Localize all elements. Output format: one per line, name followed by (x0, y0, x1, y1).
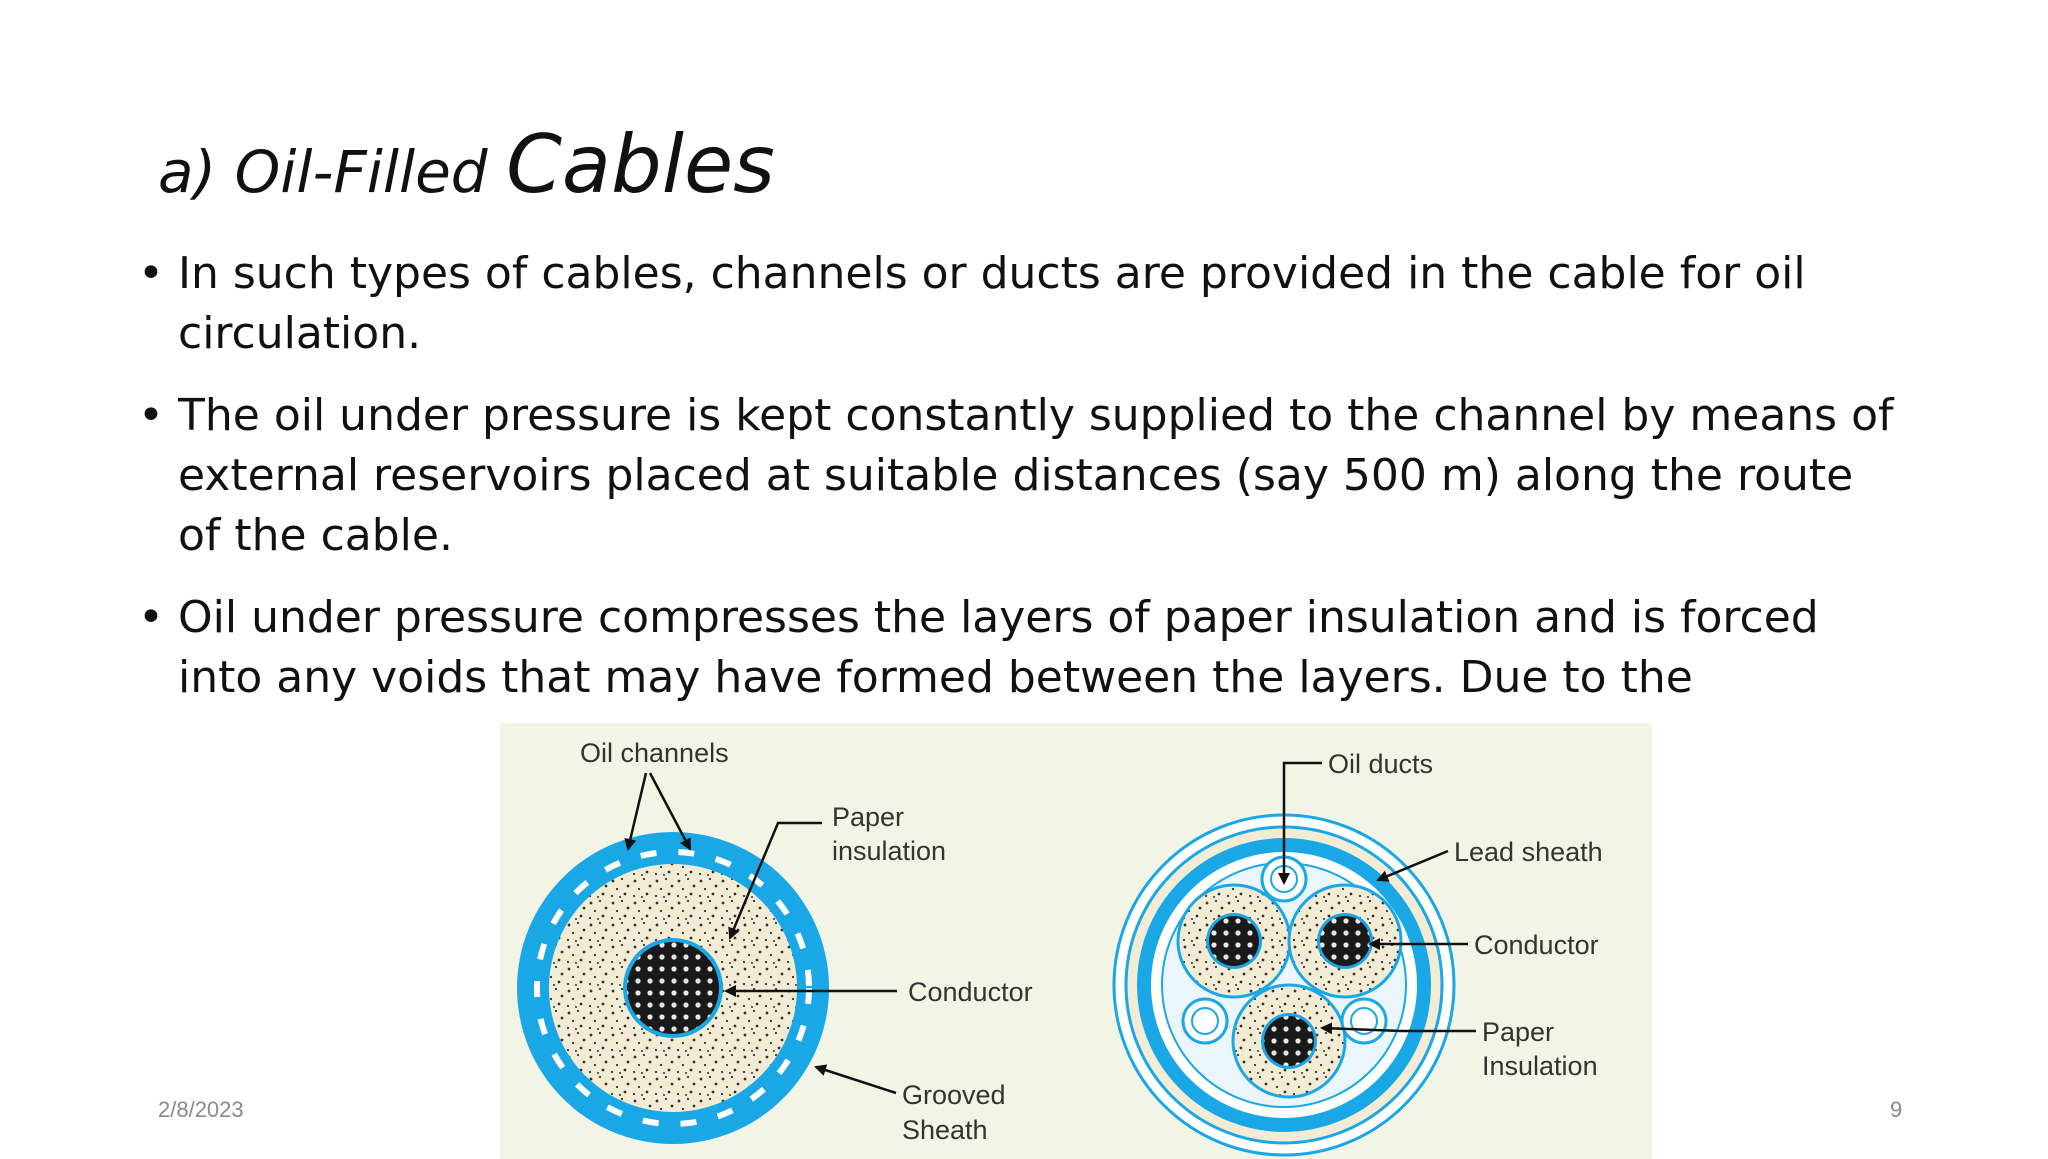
footer-date: 2/8/2023 (158, 1097, 244, 1122)
label-conductor: Conductor (908, 977, 1033, 1007)
label-paper-insulation-right-line2: Insulation (1482, 1051, 1598, 1081)
label-grooved-sheath-line1: Grooved (902, 1080, 1006, 1110)
label-paper-insulation-right-line1: Paper (1482, 1017, 1554, 1047)
slide-title: a) Oil-Filled Cables (158, 118, 775, 211)
label-grooved-sheath-line2: Sheath (902, 1115, 988, 1145)
bullet-icon: • (138, 592, 164, 643)
conductor (627, 942, 719, 1034)
label-lead-sheath: Lead sheath (1454, 837, 1603, 867)
bullet-text: Oil under pressure compresses the layers… (178, 592, 1819, 703)
bullet-icon: • (138, 390, 164, 441)
cable-cross-section-figure: Oil channels Paper insulation Conductor … (500, 723, 1652, 1159)
bullet-list: • In such types of cables, channels or du… (138, 244, 1898, 730)
right-cable: Oil ducts Lead sheath Conductor Paper In… (1112, 749, 1603, 1157)
left-cable: Oil channels Paper insulation Conductor … (517, 738, 1033, 1145)
conductor-left (1209, 916, 1259, 966)
label-oil-channels: Oil channels (580, 738, 729, 768)
bullet-icon: • (138, 248, 164, 299)
title-part-1: a) Oil-Filled (158, 138, 507, 206)
bullet-text: In such types of cables, channels or duc… (178, 248, 1806, 359)
label-conductor-right: Conductor (1474, 930, 1599, 960)
bullet-text: The oil under pressure is kept constantl… (178, 390, 1894, 561)
bullet-item: • In such types of cables, channels or du… (138, 244, 1898, 364)
label-oil-ducts: Oil ducts (1328, 749, 1433, 779)
conductor-bottom (1264, 1016, 1314, 1066)
label-paper-insulation-line2: insulation (832, 836, 946, 866)
bullet-item: • The oil under pressure is kept constant… (138, 386, 1898, 566)
bullet-item: • Oil under pressure compresses the layer… (138, 588, 1898, 708)
conductor-right (1320, 916, 1370, 966)
label-paper-insulation-line1: Paper (832, 802, 904, 832)
cable-diagram-svg: Oil channels Paper insulation Conductor … (517, 738, 1603, 1157)
page-number: 9 (1890, 1097, 1903, 1122)
oil-channels-ring (534, 849, 812, 1127)
title-part-2: Cables (506, 118, 775, 211)
